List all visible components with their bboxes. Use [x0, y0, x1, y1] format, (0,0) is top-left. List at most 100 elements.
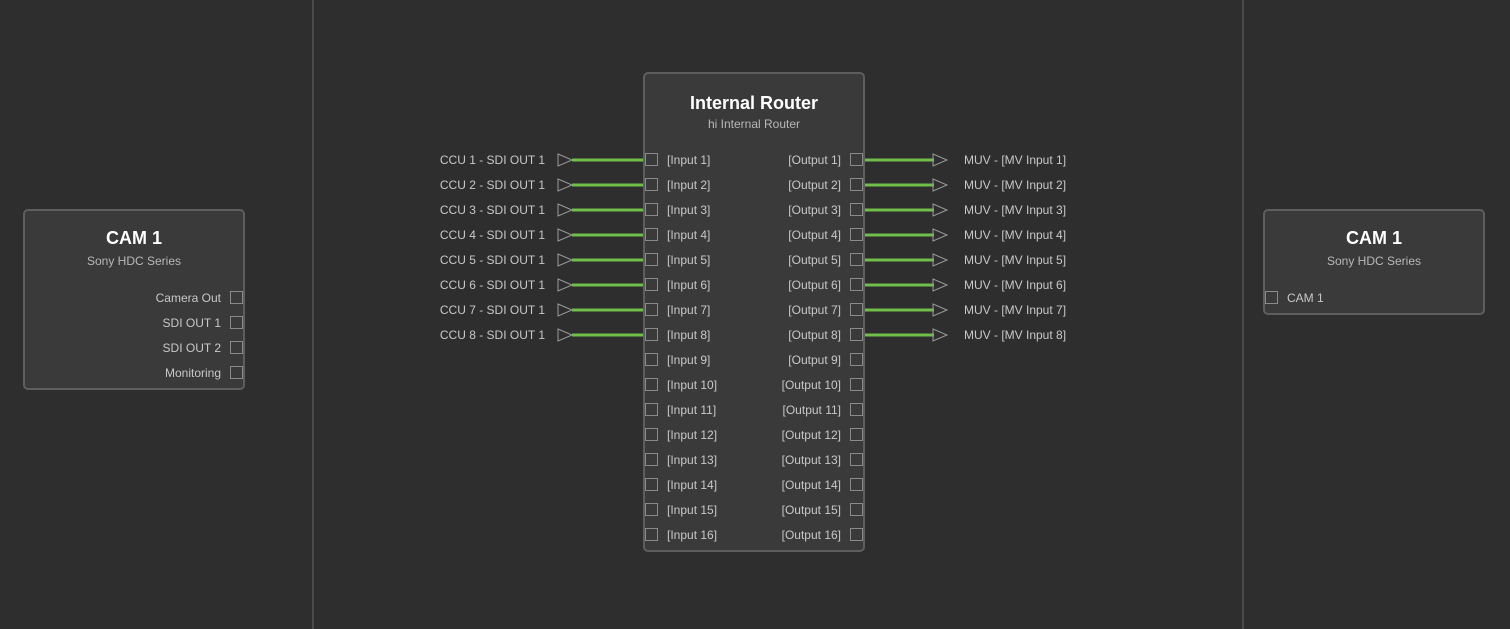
input-port-connector[interactable]: [645, 178, 658, 191]
output-port-connector[interactable]: [850, 328, 863, 341]
wire-input-arrow-icon[interactable]: [557, 153, 574, 167]
wire-input-arrow-icon[interactable]: [557, 228, 574, 242]
wire-input-arrow-icon[interactable]: [557, 253, 574, 267]
router-output-port: [Output 5]: [753, 252, 863, 268]
output-port-connector[interactable]: [850, 353, 863, 366]
input-port-label: [Input 16]: [667, 528, 718, 542]
output-port-connector[interactable]: [230, 366, 243, 379]
input-port: CAM 1: [1265, 290, 1483, 306]
output-port-connector[interactable]: [850, 503, 863, 516]
wire-output-arrow-icon[interactable]: [932, 303, 949, 317]
node-title: CAM 1: [105, 228, 162, 248]
wire-input-arrow-icon[interactable]: [557, 303, 574, 317]
output-destination-label: MUV - [MV Input 3]: [964, 203, 1067, 217]
output-port-label: Monitoring: [164, 366, 221, 380]
output-port-connector[interactable]: [850, 303, 863, 316]
input-port-connector[interactable]: [645, 378, 658, 391]
input-port-label: [Input 1]: [667, 153, 711, 167]
input-port-connector[interactable]: [645, 503, 658, 516]
output-destination-label: MUV - [MV Input 2]: [964, 178, 1067, 192]
router-output-port: [Output 6]: [753, 277, 863, 293]
input-port-connector[interactable]: [645, 453, 658, 466]
output-port-connector[interactable]: [230, 291, 243, 304]
input-port-connector[interactable]: [645, 428, 658, 441]
output-port-label: [Output 16]: [781, 528, 841, 542]
wire-output-arrow-icon[interactable]: [932, 228, 949, 242]
router-input-port: [Input 2]: [645, 177, 755, 193]
output-port-connector[interactable]: [850, 203, 863, 216]
output-port: Camera Out: [25, 290, 243, 306]
router-output-port: [Output 10]: [753, 377, 863, 393]
output-port-connector[interactable]: [850, 153, 863, 166]
output-port-label: SDI OUT 2: [162, 341, 221, 355]
input-port-connector[interactable]: [645, 353, 658, 366]
output-port-label: [Output 10]: [781, 378, 841, 392]
input-source-label: CCU 2 - SDI OUT 1: [439, 178, 545, 192]
output-port-label: [Output 11]: [782, 403, 841, 417]
router-output-port: [Output 3]: [753, 202, 863, 218]
output-port-connector[interactable]: [230, 341, 243, 354]
input-port-connector[interactable]: [645, 403, 658, 416]
wire-output-arrow-icon[interactable]: [932, 278, 949, 292]
wire-output-arrow-icon[interactable]: [932, 328, 949, 342]
output-port-label: [Output 8]: [788, 328, 841, 342]
router-output-port: [Output 14]: [753, 477, 863, 493]
internal-router-node[interactable]: Internal Router hi Internal Router [Inpu…: [643, 72, 865, 552]
output-port-label: [Output 12]: [781, 428, 841, 442]
output-port-connector[interactable]: [850, 228, 863, 241]
output-port-label: [Output 13]: [781, 453, 841, 467]
output-port-connector[interactable]: [850, 378, 863, 391]
output-port-label: [Output 2]: [788, 178, 841, 192]
panel-divider-right[interactable]: [1242, 0, 1244, 629]
output-port-connector[interactable]: [850, 428, 863, 441]
output-port-label: [Output 4]: [788, 228, 841, 242]
input-port-connector[interactable]: [1265, 291, 1278, 304]
output-port-connector[interactable]: [850, 478, 863, 491]
input-port-connector[interactable]: [645, 528, 658, 541]
output-port-connector[interactable]: [850, 453, 863, 466]
camera-node-right[interactable]: CAM 1 Sony HDC Series CAM 1: [1263, 209, 1485, 315]
output-port-label: [Output 6]: [788, 278, 841, 292]
input-port-label: [Input 9]: [667, 353, 711, 367]
wire-output-arrow-icon[interactable]: [932, 153, 949, 167]
input-port-label: [Input 2]: [667, 178, 711, 192]
input-source-label: CCU 8 - SDI OUT 1: [439, 328, 545, 342]
input-port-connector[interactable]: [645, 278, 658, 291]
router-input-port: [Input 10]: [645, 377, 755, 393]
wire-output-arrow-icon[interactable]: [932, 253, 949, 267]
input-port-connector[interactable]: [645, 253, 658, 266]
output-destination-label: MUV - [MV Input 4]: [964, 228, 1067, 242]
output-port-connector[interactable]: [850, 278, 863, 291]
wire-input-arrow-icon[interactable]: [557, 203, 574, 217]
panel-divider-left[interactable]: [312, 0, 314, 629]
input-port-connector[interactable]: [645, 478, 658, 491]
output-port-connector[interactable]: [850, 403, 863, 416]
router-input-port: [Input 5]: [645, 252, 755, 268]
input-port-connector[interactable]: [645, 153, 658, 166]
wire-output-arrow-icon[interactable]: [932, 203, 949, 217]
router-input-port: [Input 15]: [645, 502, 755, 518]
output-destination-label: MUV - [MV Input 6]: [964, 278, 1067, 292]
router-input-port: [Input 8]: [645, 327, 755, 343]
wire-input-arrow-icon[interactable]: [557, 278, 574, 292]
output-port: SDI OUT 2: [25, 340, 243, 356]
input-port-connector[interactable]: [645, 303, 658, 316]
router-output-port: [Output 4]: [753, 227, 863, 243]
node-subtitle: hi Internal Router: [707, 117, 801, 131]
output-port-connector[interactable]: [230, 316, 243, 329]
input-source-label: CCU 4 - SDI OUT 1: [439, 228, 545, 242]
wire-input-arrow-icon[interactable]: [557, 178, 574, 192]
output-port-connector[interactable]: [850, 178, 863, 191]
input-port-connector[interactable]: [645, 228, 658, 241]
output-port-connector[interactable]: [850, 528, 863, 541]
input-port-label: [Input 5]: [667, 253, 711, 267]
output-port-connector[interactable]: [850, 253, 863, 266]
node-title: CAM 1: [1345, 228, 1402, 248]
input-port-connector[interactable]: [645, 328, 658, 341]
wire-input-arrow-icon[interactable]: [557, 328, 574, 342]
output-port-label: [Output 14]: [781, 478, 841, 492]
wire-output-arrow-icon[interactable]: [932, 178, 949, 192]
input-port-connector[interactable]: [645, 203, 658, 216]
